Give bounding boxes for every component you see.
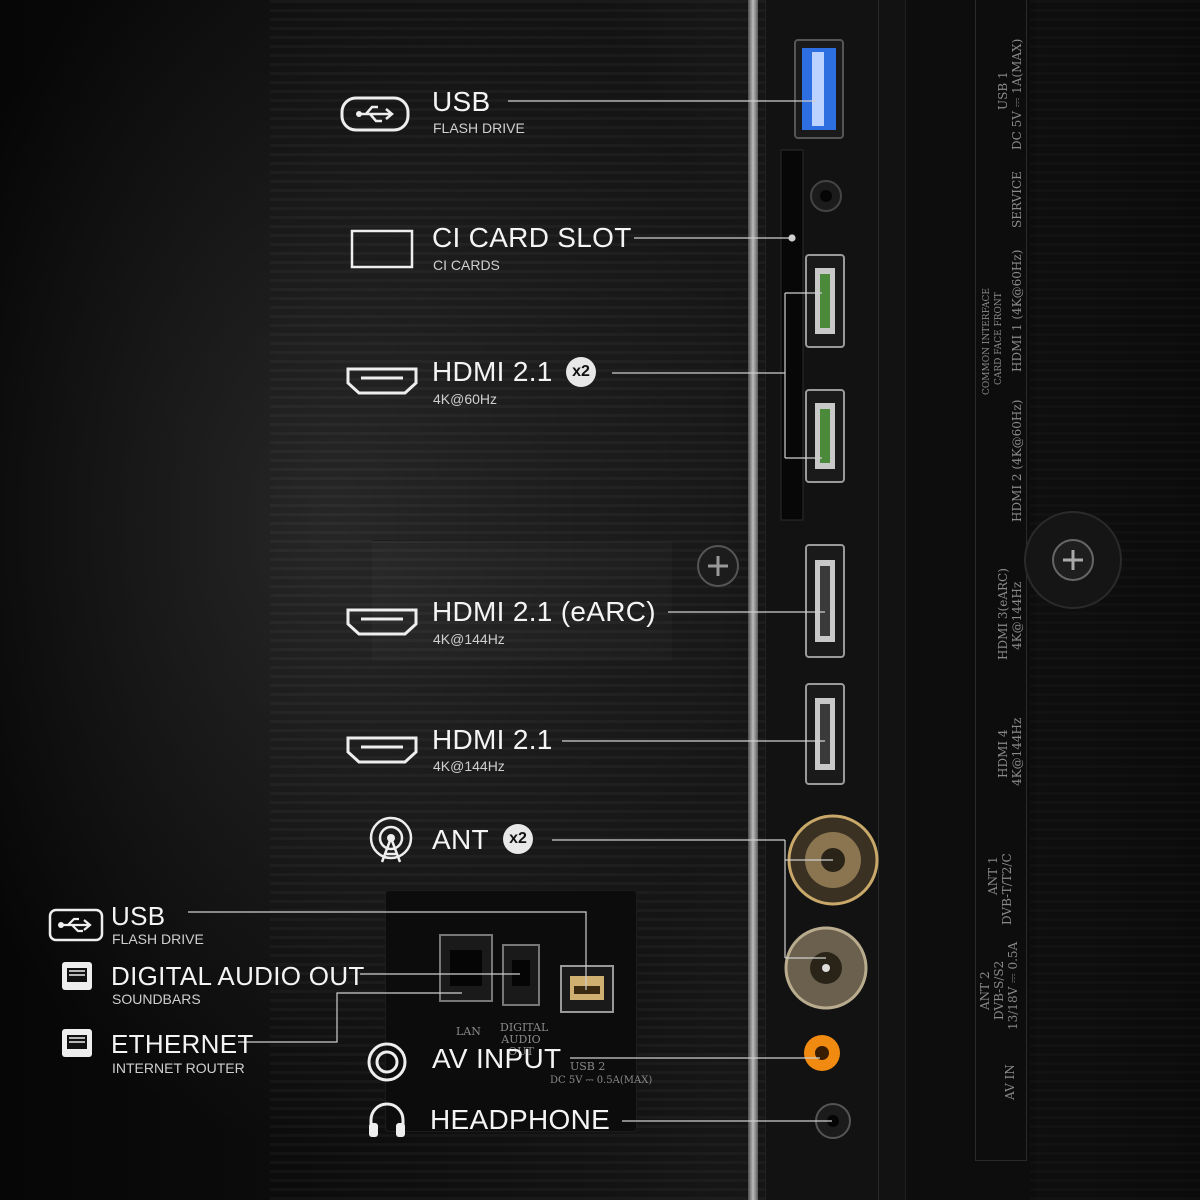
callout-usb-top-title: USB [432, 86, 491, 117]
bay-label-digital-audio-out: DIGITAL AUDIO OUT [500, 1021, 549, 1058]
usb2-port [560, 965, 614, 1013]
panel-label-ant2-power: 13/18V ⎓ 0.5A [1006, 941, 1020, 1030]
chassis-screw-right [1024, 511, 1122, 609]
hdmi3-port [805, 544, 845, 658]
panel-label-ant2-std: DVB-S/S2 [992, 960, 1006, 1020]
callout-hdmi-single-subtitle: 4K@144Hz [433, 758, 505, 774]
service-jack [810, 180, 842, 212]
av-in-port [804, 1035, 840, 1071]
card-slot-icon [350, 229, 414, 269]
av-input-icon [367, 1042, 407, 1082]
optical-port-icon [62, 962, 92, 990]
panel-label-card-face: CARD FACE FRONT [994, 292, 1004, 385]
panel-label-av-in: AV IN [1003, 1064, 1017, 1100]
ethernet-icon [62, 1029, 92, 1057]
headphone-icon [369, 1102, 405, 1137]
rear-panel-recess [372, 540, 672, 661]
leader-hdmi-x2 [612, 292, 822, 459]
panel-label-hdmi1: HDMI 1 (4K@60Hz) [1010, 249, 1024, 372]
hdmi4-port [805, 683, 845, 785]
callout-usb-bottom-subtitle: FLASH DRIVE [112, 931, 204, 947]
panel-label-hdmi2: HDMI 2 (4K@60Hz) [1010, 399, 1024, 522]
callout-headphone-title: HEADPHONE [430, 1104, 611, 1135]
optical-port [502, 944, 540, 1006]
callout-ant-title: ANT [432, 824, 489, 855]
callout-hdmi-earc-subtitle: 4K@144Hz [433, 631, 505, 647]
bay-label-usb2-power: DC 5V ⎓ 0.5A(MAX) [550, 1075, 653, 1086]
callout-hdmi-x2-badge: x2 [566, 357, 596, 387]
hdmi-icon [346, 736, 418, 764]
hdmi-icon [346, 608, 418, 636]
ant1-port [787, 814, 879, 906]
panel-label-ant2: ANT 2 [978, 971, 992, 1010]
callout-ethernet-title: ETHERNET [111, 1029, 254, 1059]
panel-label-service: SERVICE [1010, 171, 1024, 228]
lan-port [439, 934, 493, 1002]
panel-label-hdmi4-rate: 4K@144Hz [1010, 717, 1024, 786]
callout-digital-audio-title: DIGITAL AUDIO OUT [111, 961, 365, 991]
panel-label-hdmi4: HDMI 4 [996, 729, 1010, 778]
callout-ci-card-subtitle: CI CARDS [433, 257, 500, 273]
panel-label-usb1-power: DC 5V ⎓ 1A(MAX) [1010, 38, 1024, 150]
bay-label-usb2: USB 2 [570, 1060, 606, 1073]
callout-usb-top-subtitle: FLASH DRIVE [433, 120, 525, 136]
ant2-port [784, 926, 868, 1010]
headphone-port [815, 1103, 851, 1139]
ci-card-slot [780, 149, 804, 521]
callout-ethernet-subtitle: INTERNET ROUTER [112, 1060, 245, 1076]
callout-digital-audio-subtitle: SOUNDBARS [112, 991, 201, 1007]
usb1-port [794, 39, 844, 139]
panel-label-hdmi3: HDMI 3(eARC) [996, 568, 1010, 660]
usb-icon [340, 96, 410, 132]
callout-hdmi-single-title: HDMI 2.1 [432, 724, 553, 755]
hdmi-icon [346, 367, 418, 395]
callout-hdmi-earc-title: HDMI 2.1 (eARC) [432, 596, 656, 627]
panel-label-usb1: USB 1 [996, 71, 1010, 110]
bay-label-lan: LAN [456, 1025, 481, 1038]
callout-usb-bottom-title: USB [111, 901, 166, 931]
label-plate [905, 0, 1036, 1200]
antenna-icon [369, 816, 413, 863]
leader-ethernet [238, 992, 462, 1043]
hdmi2-port [805, 389, 845, 483]
label-plate-frame [975, 0, 1027, 1161]
callout-ant-badge: x2 [503, 824, 533, 854]
leader-ant [552, 839, 833, 959]
callout-av-input-title: AV INPUT [432, 1043, 562, 1074]
panel-label-ant1: ANT 1 [986, 856, 1000, 895]
panel-label-ant1-std: DVB-T/T2/C [1000, 853, 1014, 925]
usb-icon [48, 908, 104, 942]
callout-hdmi-x2-subtitle: 4K@60Hz [433, 391, 498, 407]
callout-ci-card-title: CI CARD SLOT [432, 222, 632, 253]
panel-label-hdmi3-rate: 4K@144Hz [1010, 581, 1024, 650]
leader-ci-dot [788, 234, 796, 242]
chassis-screw [697, 545, 739, 587]
callout-hdmi-x2-title: HDMI 2.1 [432, 356, 553, 387]
panel-label-common-interface: COMMON INTERFACE [982, 287, 992, 395]
chassis-edge-highlight [748, 0, 758, 1200]
leader-usb-bottom [188, 911, 587, 990]
hdmi1-port [805, 254, 845, 348]
